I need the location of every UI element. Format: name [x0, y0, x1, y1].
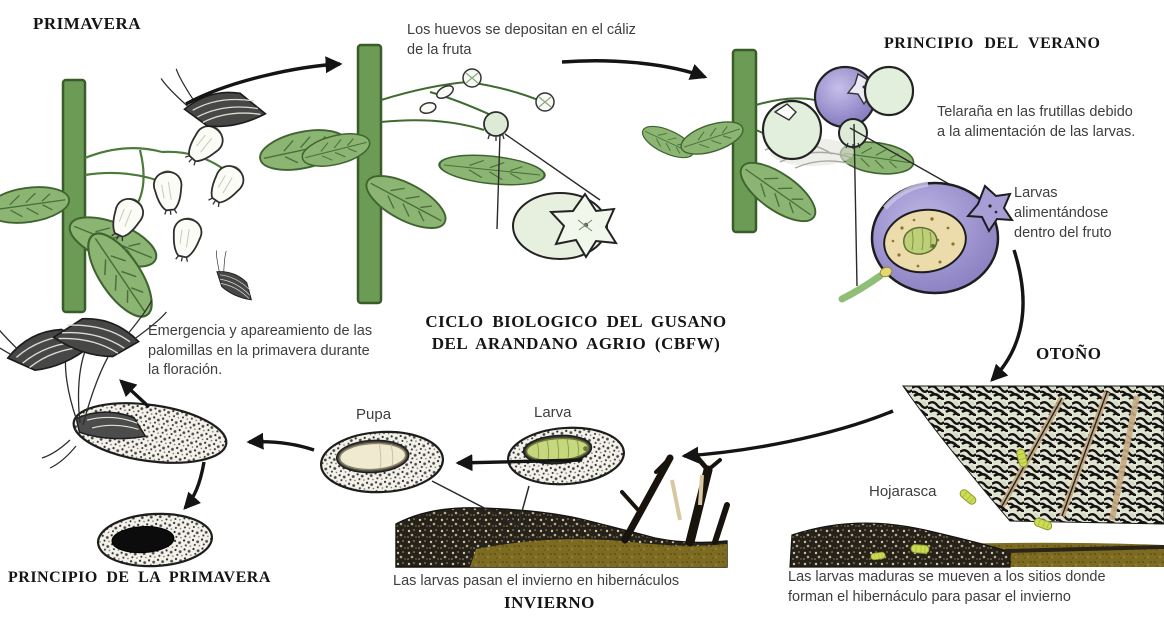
larva-in-fruit — [903, 226, 938, 255]
arrow-spring-to-eggs — [185, 56, 343, 106]
small-berry — [838, 118, 868, 148]
autumn-bush-illustration — [902, 385, 1164, 532]
label-hojarasca: Hojarasca — [869, 483, 937, 500]
stage-label-principio-del-verano: PRINCIPIO DEL VERANO — [884, 35, 1101, 52]
emerging-moth-illustration — [41, 335, 228, 469]
hibernacula-location-lines — [431, 480, 530, 527]
empty-hibernaculum-illustration — [96, 512, 214, 568]
egg-branch-stem — [356, 43, 383, 305]
summer-stem — [731, 48, 758, 234]
cut-berry-with-larva-illustration — [838, 181, 1014, 303]
arrow-emergence-to-empty-cocoon — [183, 461, 206, 510]
webbed-berries-branch-illustration — [676, 48, 1014, 303]
magnifier-leader-lines — [496, 133, 601, 230]
annotation-invierno-caption: Las larvas pasan el invierno en hibernác… — [393, 573, 680, 589]
stage-label-primavera: PRIMAVERA — [33, 14, 142, 33]
winter-ground-illustration — [395, 453, 730, 568]
annotation-larvas-maduras: Las larvas maduras se mueven a los sitio… — [788, 569, 1106, 605]
stage-label-principio-de-la-primavera: PRINCIPIO DE LA PRIMAVERA — [8, 569, 271, 586]
stage-label-invierno: INVIERNO — [504, 593, 595, 612]
magnified-calyx-inset — [512, 192, 618, 260]
arrow-summer-to-autumn — [990, 249, 1025, 382]
stage-label-otono: OTOÑO — [1036, 344, 1102, 363]
arrow-larva-to-pupa — [455, 454, 583, 472]
moth-on-flowers-icon — [159, 59, 268, 133]
label-pupa: Pupa — [356, 406, 392, 423]
label-larva: Larva — [534, 404, 572, 421]
arrow-autumn-to-winter — [681, 409, 894, 464]
spring-flowering-branch-illustration — [0, 59, 351, 328]
arrow-pupa-to-emergence — [246, 432, 315, 452]
bare-twigs — [620, 453, 730, 547]
arrow-emergence-to-moths — [119, 379, 151, 409]
green-berry — [761, 99, 823, 161]
larva-hibernaculum-illustration — [507, 426, 625, 486]
autumn-leaf-litter-illustration — [789, 522, 1164, 568]
small-moth-icon — [201, 246, 267, 305]
fruit-calyx-egg-site — [483, 111, 509, 137]
arrow-eggs-to-summer — [561, 59, 708, 80]
green-berry-2 — [863, 65, 915, 117]
pupa-hibernaculum-illustration — [319, 430, 445, 494]
egg-deposit-branch-illustration — [298, 43, 699, 305]
